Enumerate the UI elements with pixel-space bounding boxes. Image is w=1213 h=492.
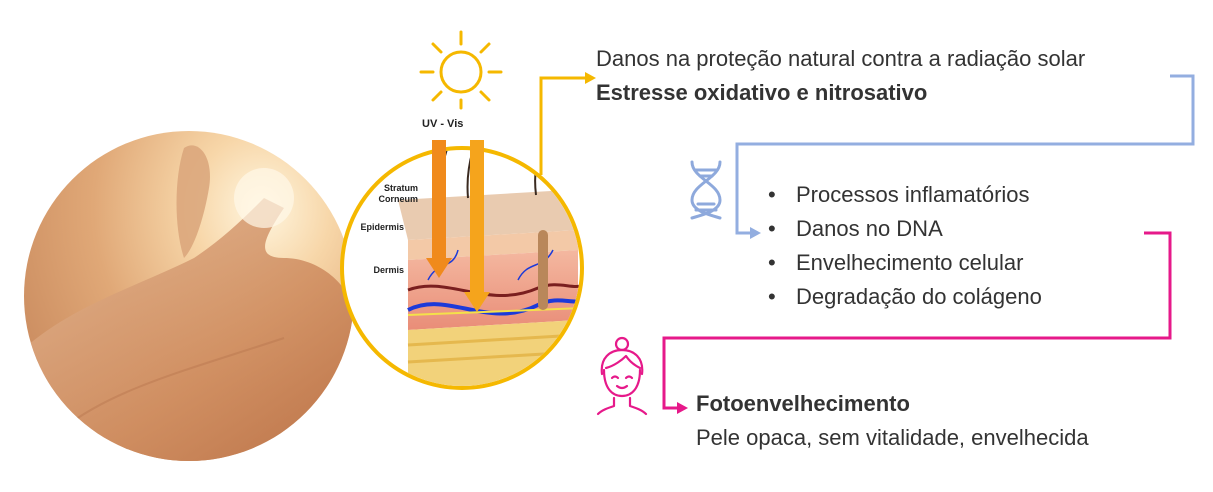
dna-icon (690, 160, 722, 220)
hand-sunlight-photo (24, 131, 354, 461)
layer-label-epidermis: Epidermis (360, 222, 404, 232)
yellow-arrow (539, 76, 585, 175)
list-item: Envelhecimento celular (762, 250, 1042, 284)
step3-title: Fotoenvelhecimento (696, 391, 910, 416)
layer-label-corneum: Corneum (378, 194, 418, 204)
step1-stress-text: Estresse oxidativo e nitrosativo (596, 80, 928, 105)
list-item: Danos no DNA (762, 216, 1042, 250)
radiation-label: UV - Vis (422, 118, 464, 130)
list-item: Processos inflamatórios (762, 182, 1042, 216)
sun-icon (419, 30, 503, 110)
step1-damage-text: Danos na proteção natural contra a radia… (596, 46, 1086, 71)
skin-cross-section (340, 140, 584, 390)
woman-face-icon (596, 336, 648, 416)
step2-bullet-list: Processos inflamatórios Danos no DNA Env… (762, 182, 1042, 318)
step3-description: Pele opaca, sem vitalidade, envelhecida (696, 425, 1089, 450)
layer-label-stratum-corneum: Stratum Corneum (366, 183, 418, 205)
layer-label-dermis: Dermis (373, 265, 404, 275)
blue-arrow (735, 74, 1195, 235)
list-item: Degradação do colágeno (762, 284, 1042, 318)
layer-label-stratum: Stratum (383, 183, 418, 193)
magenta-arrow (662, 231, 1172, 410)
